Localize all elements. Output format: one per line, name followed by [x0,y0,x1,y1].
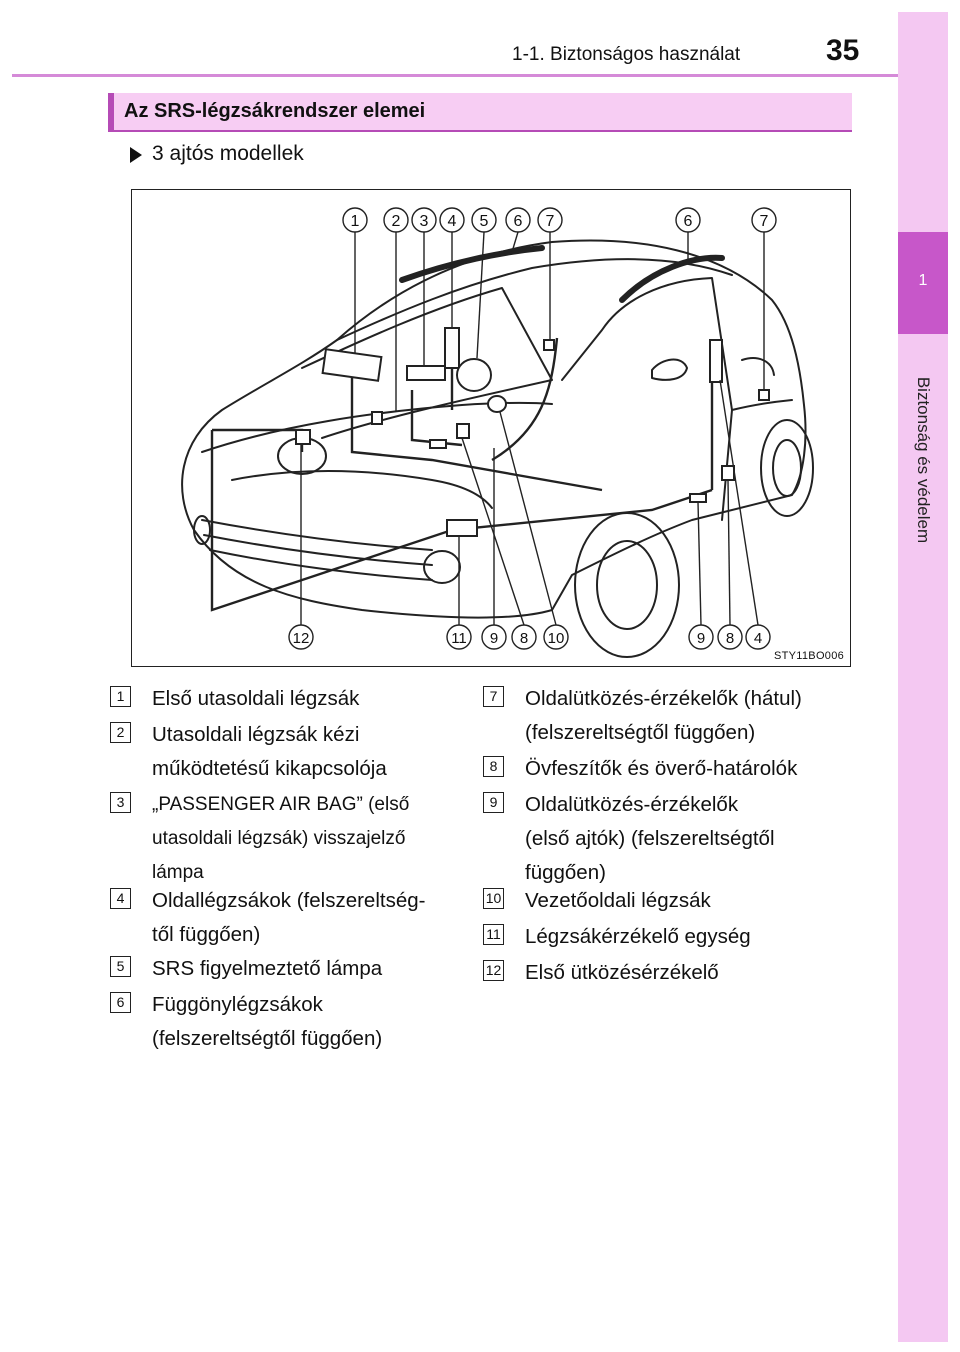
svg-text:7: 7 [546,213,555,230]
car-illustration: 1 2 3 4 5 6 7 6 7 12 11 9 8 10 9 8 4 [181,207,814,658]
side-tab-number: 1 [918,272,928,289]
header-rule [12,74,898,77]
callout-bottom-5: 10 [543,624,569,650]
legend-number: 9 [483,792,504,813]
callout-top-3: 3 [411,207,437,233]
callout-top-1: 1 [342,207,368,233]
callout-bottom-2: 11 [446,624,472,650]
legend-text: Oldallégzsákok (felszereltség-től függőe… [152,889,426,946]
legend-number: 7 [483,686,504,707]
callout-bottom-6: 9 [688,624,714,650]
callout-bottom-7: 8 [717,624,743,650]
svg-text:11: 11 [451,630,467,647]
svg-text:4: 4 [448,213,457,230]
legend-text: Függönylégzsákok(felszereltségtől függőe… [152,993,383,1050]
side-tab-label: Biztonság és védelem [914,376,933,544]
section-heading-underline [108,130,852,132]
legend-text: SRS figyelmeztető lámpa [152,957,383,980]
callout-bottom-1: 12 [288,624,314,650]
svg-text:8: 8 [726,630,734,647]
legend-number: 2 [110,722,131,743]
page-number: 35 [826,34,860,67]
svg-text:10: 10 [548,630,565,647]
legend-number: 10 [483,888,504,909]
section-title: Az SRS-légzsákrendszer elemei [124,100,426,122]
callout-top-7: 7 [537,207,563,233]
legend-number: 5 [110,956,131,977]
legend-text: Első utasoldali légzsák [152,687,360,710]
callout-top-6: 6 [505,207,531,233]
section-heading-bar [108,93,852,131]
svg-text:9: 9 [490,630,498,647]
svg-text:8: 8 [520,630,528,647]
callout-bottom-4: 8 [511,624,537,650]
svg-text:1: 1 [351,213,360,230]
callout-top-4: 4 [439,207,465,233]
callout-top-8: 6 [675,207,701,233]
svg-text:6: 6 [684,213,693,230]
side-tab-number-box [898,232,948,334]
legend-number: 1 [110,686,131,707]
legend-text: Oldalütközés-érzékelők (hátul)(felszerel… [525,687,802,744]
callout-top-9: 7 [751,207,777,233]
svg-text:9: 9 [697,630,705,647]
bottom-callouts: 12 11 9 8 10 9 8 4 [288,624,771,650]
legend-text: Övfeszítők és överő-határolók [525,757,798,780]
legend-number: 4 [110,888,131,909]
subsection-label: 3 ajtós modellek [152,142,304,165]
svg-text:7: 7 [760,213,769,230]
legend-number: 11 [483,924,504,945]
triangle-bullet-icon [130,147,142,163]
legend-number: 6 [110,992,131,1013]
car-airbag-diagram: 1 2 3 4 5 6 7 6 7 12 11 9 8 10 9 8 4 [131,189,851,667]
figure-code: STY11BO006 [774,650,845,662]
callout-bottom-8: 4 [745,624,771,650]
svg-text:4: 4 [754,630,762,647]
chapter-title: 1-1. Biztonságos használat [512,44,741,65]
svg-text:3: 3 [420,213,429,230]
legend-text: Légzsákérzékelő egység [525,925,751,948]
svg-text:5: 5 [480,213,489,230]
legend-number: 12 [483,960,504,981]
top-callouts: 1 2 3 4 5 6 7 6 7 [342,207,777,233]
svg-text:2: 2 [392,213,401,230]
svg-text:12: 12 [293,630,310,647]
callout-top-2: 2 [383,207,409,233]
svg-text:6: 6 [514,213,523,230]
callout-bottom-3: 9 [481,624,507,650]
legend-number: 8 [483,756,504,777]
legend-text: Vezetőoldali légzsák [525,889,711,912]
legend-number: 3 [110,792,131,813]
legend-text: Oldalütközés-érzékelők(első ajtók) (fels… [525,793,775,884]
side-tab [898,12,948,1342]
legend-text: Első ütközésérzékelő [525,961,719,984]
callout-top-5: 5 [471,207,497,233]
